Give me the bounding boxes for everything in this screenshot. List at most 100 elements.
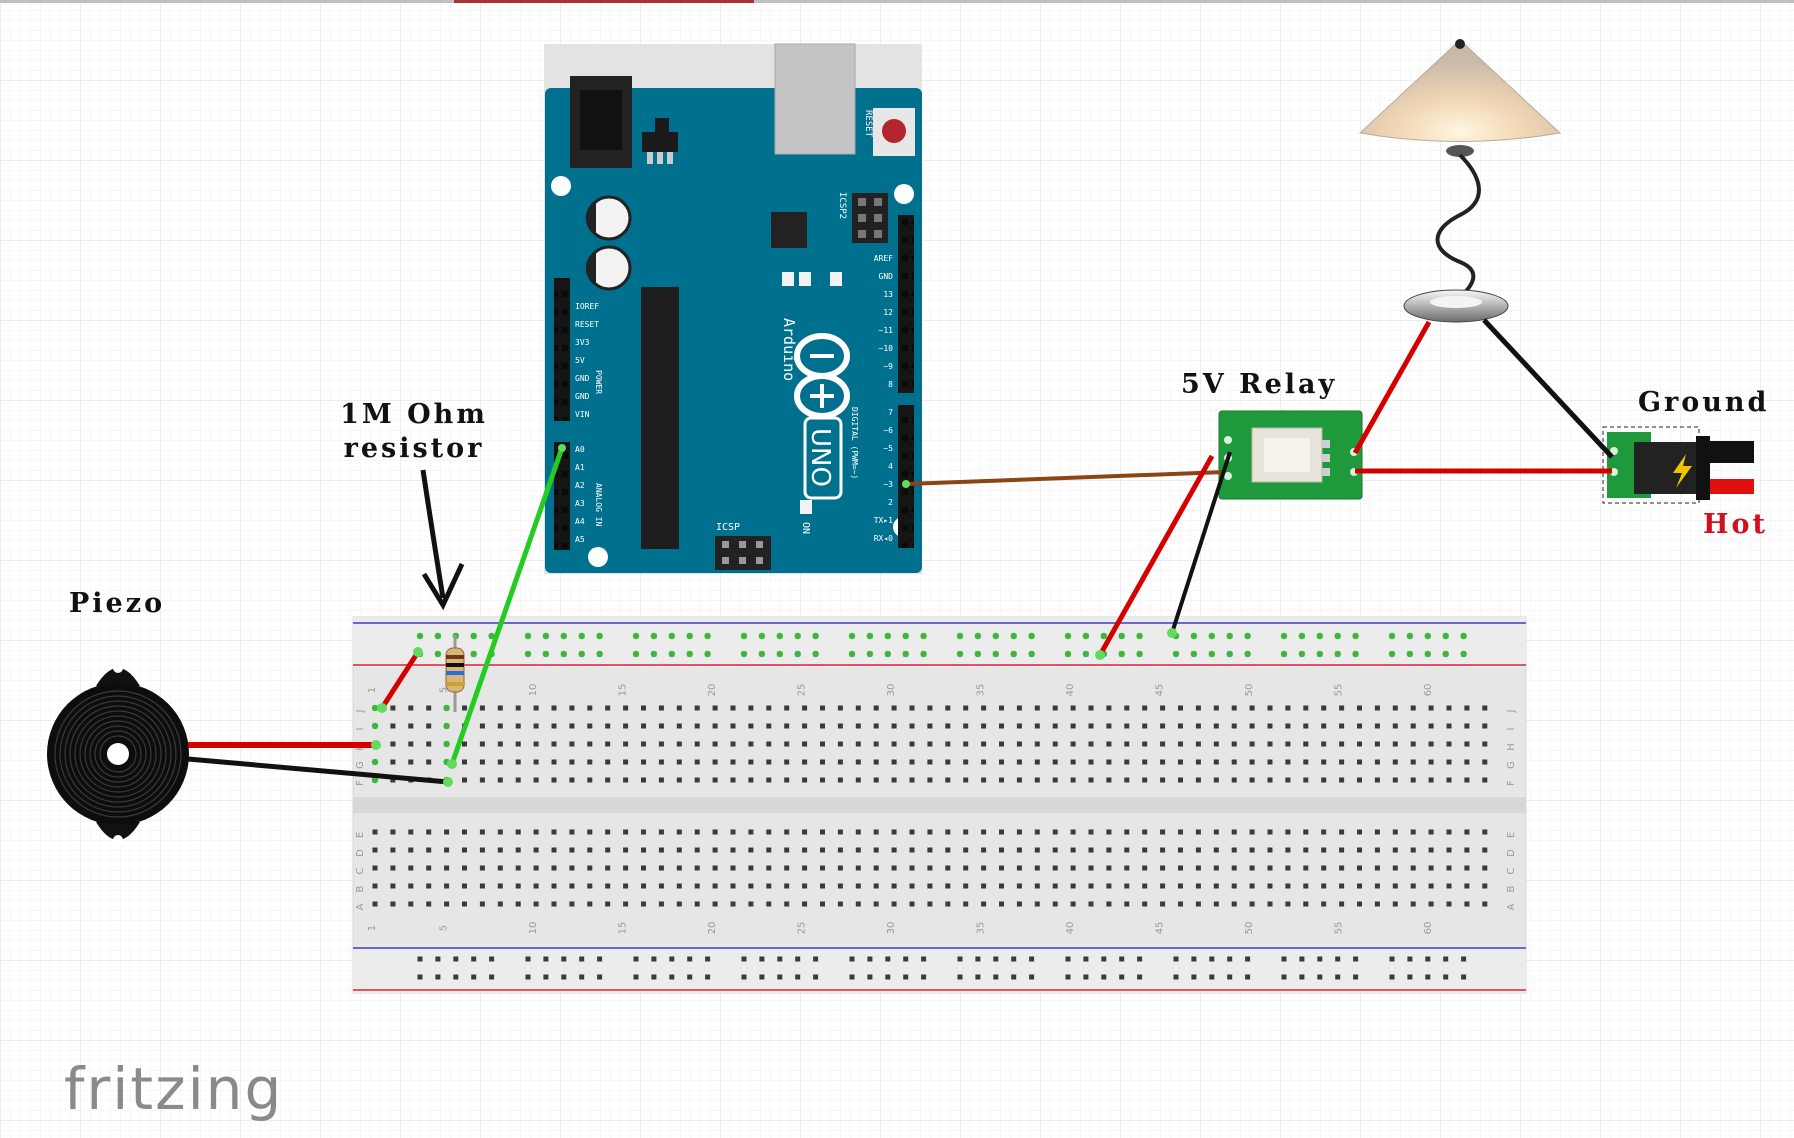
relay-gnd-black-wire[interactable] [1170,451,1232,634]
column-number: 1 [367,687,378,693]
relay-vcc-red-wire[interactable] [1097,454,1215,657]
reset-button-cap[interactable] [882,119,906,143]
usb-chip [771,212,807,248]
lamp-stem [1435,153,1481,302]
column-number: 10 [528,922,539,935]
column-number: 20 [707,684,718,697]
column-number: 25 [797,684,808,697]
resistor-1m-ohm[interactable] [445,635,465,712]
mounting-hole [588,547,608,567]
power-header-label: POWER [594,370,603,394]
column-number: 60 [1423,922,1434,935]
row-letter: E [1506,832,1517,838]
column-number: 35 [976,684,987,697]
column-number: 60 [1423,684,1434,697]
row-letter: F [1506,780,1517,786]
arduino-logo [794,333,850,419]
digital-header-label: DIGITAL (PWM=~) [850,407,859,479]
column-number: 35 [976,922,987,935]
hot-label: Hot [1703,509,1768,540]
row-letter: F [355,780,366,786]
plug-pin-black [1710,441,1754,463]
usb-connector [774,43,856,155]
column-number: 5 [439,687,450,693]
pin-label: IOREF [575,302,599,311]
row-letter: A [355,903,366,910]
mounting-hole [551,176,571,196]
column-number: 15 [618,922,629,935]
pin-label: VIN [575,410,590,419]
pin-label: ~5 [883,444,893,453]
pin-label: ~9 [883,362,893,371]
pin-label: ~11 [879,326,894,335]
arduino-uno-board[interactable]: RESET ICSP2 ON [544,43,922,574]
column-number: 55 [1334,922,1345,935]
relay-to-lamp-red-wire[interactable] [1352,320,1432,455]
column-number: 30 [886,922,897,935]
row-letter: C [355,867,366,874]
pin-label: RESET [575,320,599,329]
fritzing-logo: fritzing [64,1055,284,1123]
lamp-shade [1358,39,1562,142]
row-letter: B [355,885,366,892]
voltage-regulator [642,132,678,152]
bottom-power-rail [353,946,1526,993]
icsp2-header [852,193,888,243]
signal-brown-wire[interactable] [905,470,1226,486]
breadboard[interactable]: 1155101015152020252530303535404045455050… [352,616,1527,994]
icsp2-label: ICSP2 [837,192,847,219]
row-letter: C [1506,867,1517,874]
on-label: ON [800,522,811,534]
column-number: 40 [1065,922,1076,935]
pin-label: 4 [888,462,893,471]
resistor-label-line2: resistor [343,433,485,464]
power-plug[interactable] [1602,426,1754,504]
piezo-label: Piezo [69,588,166,619]
row-letter: J [1506,710,1517,714]
pin-label: A0 [575,445,585,454]
row-letter: A [1506,903,1517,910]
led-indicator [799,272,811,286]
piezo-black-wire[interactable] [187,756,449,785]
row-letter: J [355,710,366,714]
on-led [800,500,812,514]
ground-label: Ground [1638,387,1770,418]
row-letter: D [355,849,366,857]
pin-label: 7 [888,408,893,417]
column-number: 1 [367,925,378,931]
connected-holes [371,632,1467,784]
piezo-center [107,743,129,765]
pin-label: ~3 [883,480,893,489]
row-letter: D [1506,849,1517,857]
pin-label: ~10 [879,344,894,353]
pin-label: 8 [888,380,893,389]
lamp-to-plug-black-wire[interactable] [1482,318,1614,459]
breadboard-row-letters: JJIIHHGGFFEEDDCCBBAA [355,710,1517,911]
analog-green-wire[interactable] [449,447,565,765]
mounting-hole [894,184,914,204]
pin-label: 13 [883,290,893,299]
column-number: 45 [1155,684,1166,697]
column-number: 50 [1244,684,1255,697]
analog-header-label: ANALOG IN [594,483,603,527]
top-border [0,0,1794,3]
lightning-icon [1673,454,1692,488]
relay-module-5v[interactable] [1218,410,1363,500]
piezo-buzzer[interactable] [47,663,189,845]
pin-label: A4 [575,517,585,526]
pin-label: A2 [575,481,585,490]
icsp-label: ICSP [716,522,740,533]
row-letter: H [1506,743,1517,751]
pin-label: A3 [575,499,585,508]
rail-jumper-red-wire[interactable] [379,650,421,710]
lamp[interactable] [1358,39,1562,323]
row-letter: I [1506,728,1517,731]
pin-label: GND [575,392,590,401]
column-number: 30 [886,684,897,697]
column-number: 20 [707,922,718,935]
atmega-chip [641,287,679,549]
breadboard-column-numbers: 1155101015152020252530303535404045455050… [367,684,1434,935]
pin-label: 2 [888,498,893,507]
top-power-rail [353,617,1526,667]
